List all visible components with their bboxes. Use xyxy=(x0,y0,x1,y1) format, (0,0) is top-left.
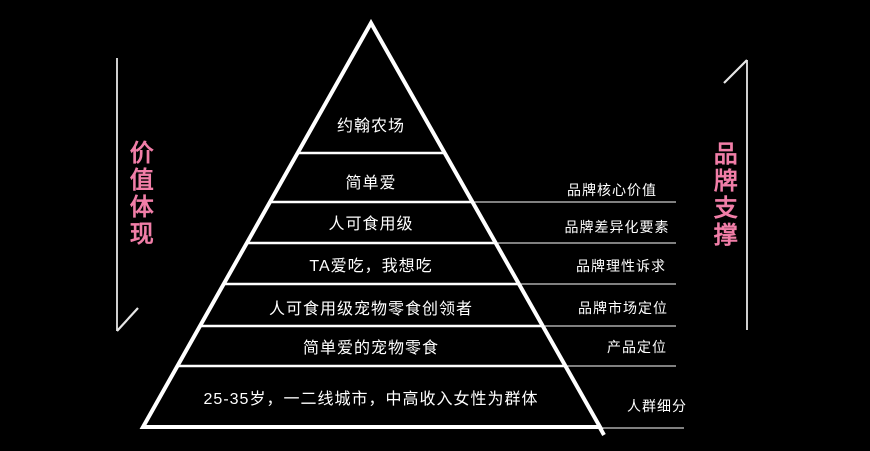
left-axis-arrow xyxy=(116,58,139,332)
annotation-label: 产品定位 xyxy=(607,339,667,355)
pyramid-level-label: TA爱吃，我想吃 xyxy=(309,258,433,275)
annotation-label: 品牌差异化要素 xyxy=(564,219,670,235)
pyramid-level-label: 简单爱 xyxy=(345,175,397,192)
pyramid-outline xyxy=(139,18,604,429)
annotation-label: 人群细分 xyxy=(627,398,687,414)
pyramid-level-label: 人可食用级宠物零食创领者 xyxy=(268,301,474,318)
pyramid-level-label: 简单爱的宠物零食 xyxy=(302,340,440,357)
annotation-label: 品牌市场定位 xyxy=(578,300,668,316)
pyramid-level-label: 人可食用级 xyxy=(328,216,414,233)
pyramid-level-label: 25-35岁，一二线城市，中高收入女性为群体 xyxy=(203,391,539,408)
right-axis-label: 品牌支撑 xyxy=(709,141,737,249)
right-axis-arrow xyxy=(723,59,748,330)
level-dividers xyxy=(177,151,566,368)
pyramid-right-slope-tip xyxy=(597,425,606,436)
left-axis-label: 价值体现 xyxy=(125,140,153,248)
pyramid-level-label: 约翰农场 xyxy=(336,118,406,135)
annotation-label: 品牌核心价值 xyxy=(567,182,657,198)
annotation-lines xyxy=(470,201,684,429)
annotation-label: 品牌理性诉求 xyxy=(576,258,666,274)
